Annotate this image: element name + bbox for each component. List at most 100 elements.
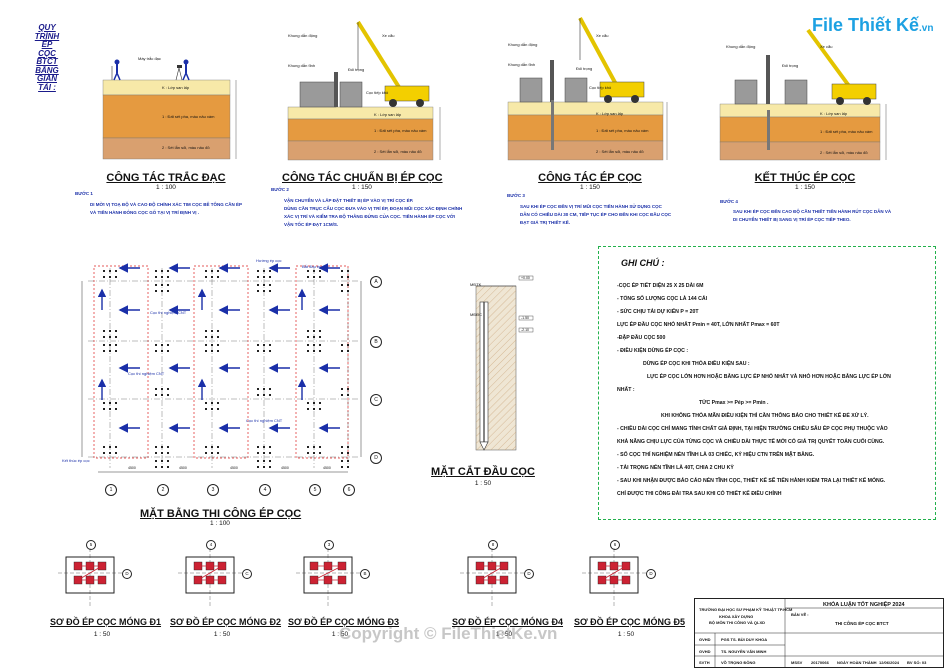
notes-heading: GHI CHÚ : xyxy=(621,258,665,268)
axis-bubble-bottom: 3 xyxy=(207,484,219,496)
pile-mark xyxy=(263,284,265,286)
pile-mark xyxy=(269,284,271,286)
label-test-pile: Cọc thí nghiệm CNT xyxy=(150,310,187,315)
axis-bubble-bottom: 2 xyxy=(157,484,169,496)
soil-layer-1 xyxy=(719,116,881,143)
plan-dim-label: 4500 xyxy=(281,466,289,470)
pile-mark xyxy=(155,394,157,396)
pile-mark xyxy=(155,344,157,346)
pile-mark xyxy=(167,460,169,462)
pile-mark xyxy=(341,290,343,292)
pile-mark xyxy=(347,394,349,396)
pile-mark xyxy=(115,402,117,404)
label-layer-2: 2 : Sét lẫn sỏi, màu nâu đỏ xyxy=(374,149,422,154)
pile-mark xyxy=(155,446,157,448)
label-ballast: Đối trọng xyxy=(348,67,365,72)
note-line: KHI KHÔNG THỎA MÃN ĐIỀU KIỆN THÌ CẦN THÔ… xyxy=(661,413,869,419)
pile-mark xyxy=(347,460,349,462)
pile-mark xyxy=(103,350,105,352)
note-line: LỰC ÉP ĐẦU CỌC NHỎ NHẤT Pmin = 40T, LỚN … xyxy=(617,322,780,328)
section-top-label: MĐTK xyxy=(470,282,482,287)
pile-mark xyxy=(257,284,259,286)
pile-mark xyxy=(211,446,213,448)
pile-mark xyxy=(307,330,309,332)
tb-role-1: GVHD xyxy=(699,637,711,642)
label-frame-move: Khung dẫn động xyxy=(288,33,318,38)
footing-diagrams xyxy=(58,548,646,608)
tb-mssv: 20170066 xyxy=(811,660,829,665)
panel-2-step: BƯỚC 2 xyxy=(271,187,289,192)
panel-pressing xyxy=(507,17,668,161)
label-finish: Kết thúc ép cọc xyxy=(62,458,90,463)
press-order-line xyxy=(600,565,628,581)
pile-mark xyxy=(103,408,105,410)
pile-mark xyxy=(263,290,265,292)
note-line: - TẢI TRỌNG NÉN TĨNH LÀ 40T, CHIA 2 CHU … xyxy=(617,465,734,471)
pile-mark xyxy=(263,466,265,468)
pile-mark xyxy=(341,350,343,352)
pile-mark xyxy=(161,344,163,346)
pile-mark xyxy=(269,452,271,454)
pile-mark xyxy=(103,446,105,448)
pile-mark xyxy=(205,330,207,332)
soil-layer-1 xyxy=(102,94,231,139)
pile-mark xyxy=(155,452,157,454)
pile-mark xyxy=(115,330,117,332)
panel-preparation xyxy=(287,20,441,161)
pile-mark xyxy=(109,270,111,272)
label-device: Máy trắc đạc xyxy=(138,56,161,61)
tb-date: 12/06/2024 xyxy=(879,660,900,665)
footing-scale: 1 : 50 xyxy=(617,631,635,638)
panel-4-scale: 1 : 150 xyxy=(795,184,815,191)
pile-mark xyxy=(109,344,111,346)
pile-mark xyxy=(347,344,349,346)
footing-2 xyxy=(178,548,242,608)
axis-bubble-right: A xyxy=(370,276,382,288)
label-layer-1: 1 : Đất sét pha, màu nâu xám xyxy=(820,129,873,134)
pile-mark xyxy=(313,270,315,272)
pile-mark xyxy=(313,350,315,352)
soil-layer-k xyxy=(507,101,664,116)
pile-mark xyxy=(109,276,111,278)
pile-mark xyxy=(263,270,265,272)
tb-mssv-label: MSSV xyxy=(791,660,803,665)
pile-mark xyxy=(257,452,259,454)
pile-mark xyxy=(307,276,309,278)
footing-outline xyxy=(185,556,235,594)
pile-mark xyxy=(115,336,117,338)
pile-mark xyxy=(161,276,163,278)
pile-mark xyxy=(263,350,265,352)
pile-mark xyxy=(319,336,321,338)
pile-mark xyxy=(115,446,117,448)
panel-1-title: CÔNG TÁC TRẮC ĐẠC xyxy=(106,172,226,184)
pile-mark xyxy=(341,270,343,272)
pile-mark xyxy=(257,270,259,272)
label-layer-1: 1 : Đất sét pha, màu nâu xám xyxy=(162,114,215,119)
footing-title: SƠ ĐỒ ÉP CỌC MÓNG Đ2 xyxy=(170,617,282,627)
label-layer-k: K : Lớp san lấp xyxy=(820,111,848,116)
pile-mark xyxy=(319,408,321,410)
pile-mark xyxy=(115,350,117,352)
pile-mark xyxy=(115,276,117,278)
label-layer-2: 2 : Sét lẫn sỏi, màu nâu đỏ xyxy=(162,145,210,150)
pile-mark xyxy=(307,408,309,410)
pile-mark xyxy=(257,446,259,448)
soil-layer-2 xyxy=(102,137,231,160)
footing-axis-bubble: 6 xyxy=(610,540,620,550)
section-mid-label: MĐĐC xyxy=(470,312,482,317)
note-line: - ĐIỀU KIỆN DỪNG ÉP CỌC : xyxy=(617,348,689,354)
surveyor-person-icon xyxy=(111,59,121,81)
panel-4-step: BƯỚC 4 xyxy=(720,199,738,204)
tb-school: TRƯỜNG ĐẠI HỌC SƯ PHẠM KỸ THUẬT TP.HCM xyxy=(699,607,793,612)
label-frame-move: Khung dẫn động xyxy=(726,44,756,49)
pile-mark xyxy=(205,350,207,352)
soil-layer-1 xyxy=(507,114,664,142)
axis-bubble-bottom: 1 xyxy=(105,484,117,496)
pile-mark xyxy=(313,408,315,410)
note-line: NHẤT : xyxy=(617,387,635,393)
label-layer-k: K : Lớp san lấp xyxy=(596,111,624,116)
note-line: DỪNG ÉP CỌC KHI THỎA ĐIỀU KIỆN SAU : xyxy=(643,361,750,367)
pile-mark xyxy=(269,344,271,346)
zone-boundary xyxy=(93,265,149,459)
pile-mark xyxy=(205,452,207,454)
